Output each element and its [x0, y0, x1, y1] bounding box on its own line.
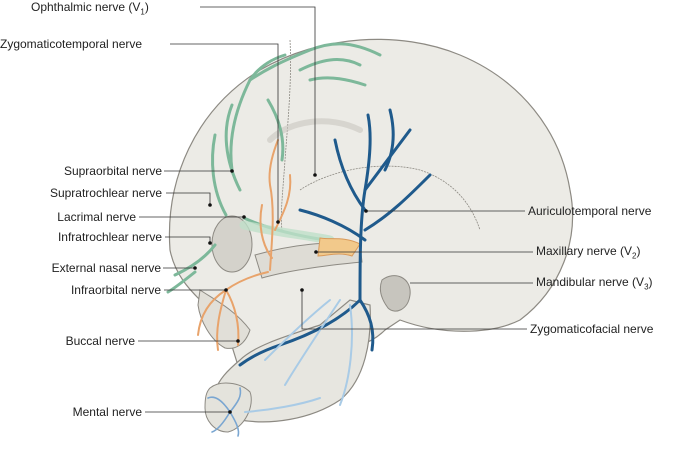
label-mental: Mental nerve	[72, 405, 142, 419]
mental-nerve-branches	[207, 387, 242, 437]
label-auriculotemporal: Auriculotemporal nerve	[528, 204, 652, 218]
label-external-nasal: External nasal nerve	[51, 261, 161, 275]
label-zygomaticofacial: Zygomaticofacial nerve	[530, 322, 654, 336]
label-supratrochlear: Supratrochlear nerve	[49, 186, 162, 200]
label-maxillary: Maxillary nerve (V2)	[536, 244, 641, 261]
label-supraorbital: Supraorbital nerve	[63, 164, 162, 178]
skull-ear-opening	[379, 275, 411, 312]
facial-light-branches	[244, 299, 353, 413]
label-lacrimal: Lacrimal nerve	[57, 210, 136, 224]
label-ophthalmic: Ophthalmic nerve (V1)	[31, 0, 149, 17]
skull-maxilla	[197, 289, 251, 349]
leader-lines-left	[138, 6, 316, 413]
label-zygomaticotemporal: Zygomaticotemporal nerve	[0, 37, 143, 51]
label-mandibular: Mandibular nerve (V3)	[536, 275, 653, 292]
skull-temporal-shadow	[267, 118, 363, 143]
label-buccal: Buccal nerve	[65, 334, 135, 348]
label-infraorbital: Infraorbital nerve	[70, 283, 161, 297]
skull-cranium	[168, 38, 574, 376]
skull-orbit	[211, 215, 253, 273]
label-infratrochlear: Infratrochlear nerve	[57, 230, 162, 244]
skull-suture-squamosal	[299, 165, 481, 231]
leader-lines-right	[301, 210, 533, 330]
leader-dots	[193, 169, 368, 414]
skull-suture-coronal	[280, 39, 291, 231]
skull-chin	[204, 382, 252, 433]
maxillary-nerve-trunk	[317, 237, 361, 257]
